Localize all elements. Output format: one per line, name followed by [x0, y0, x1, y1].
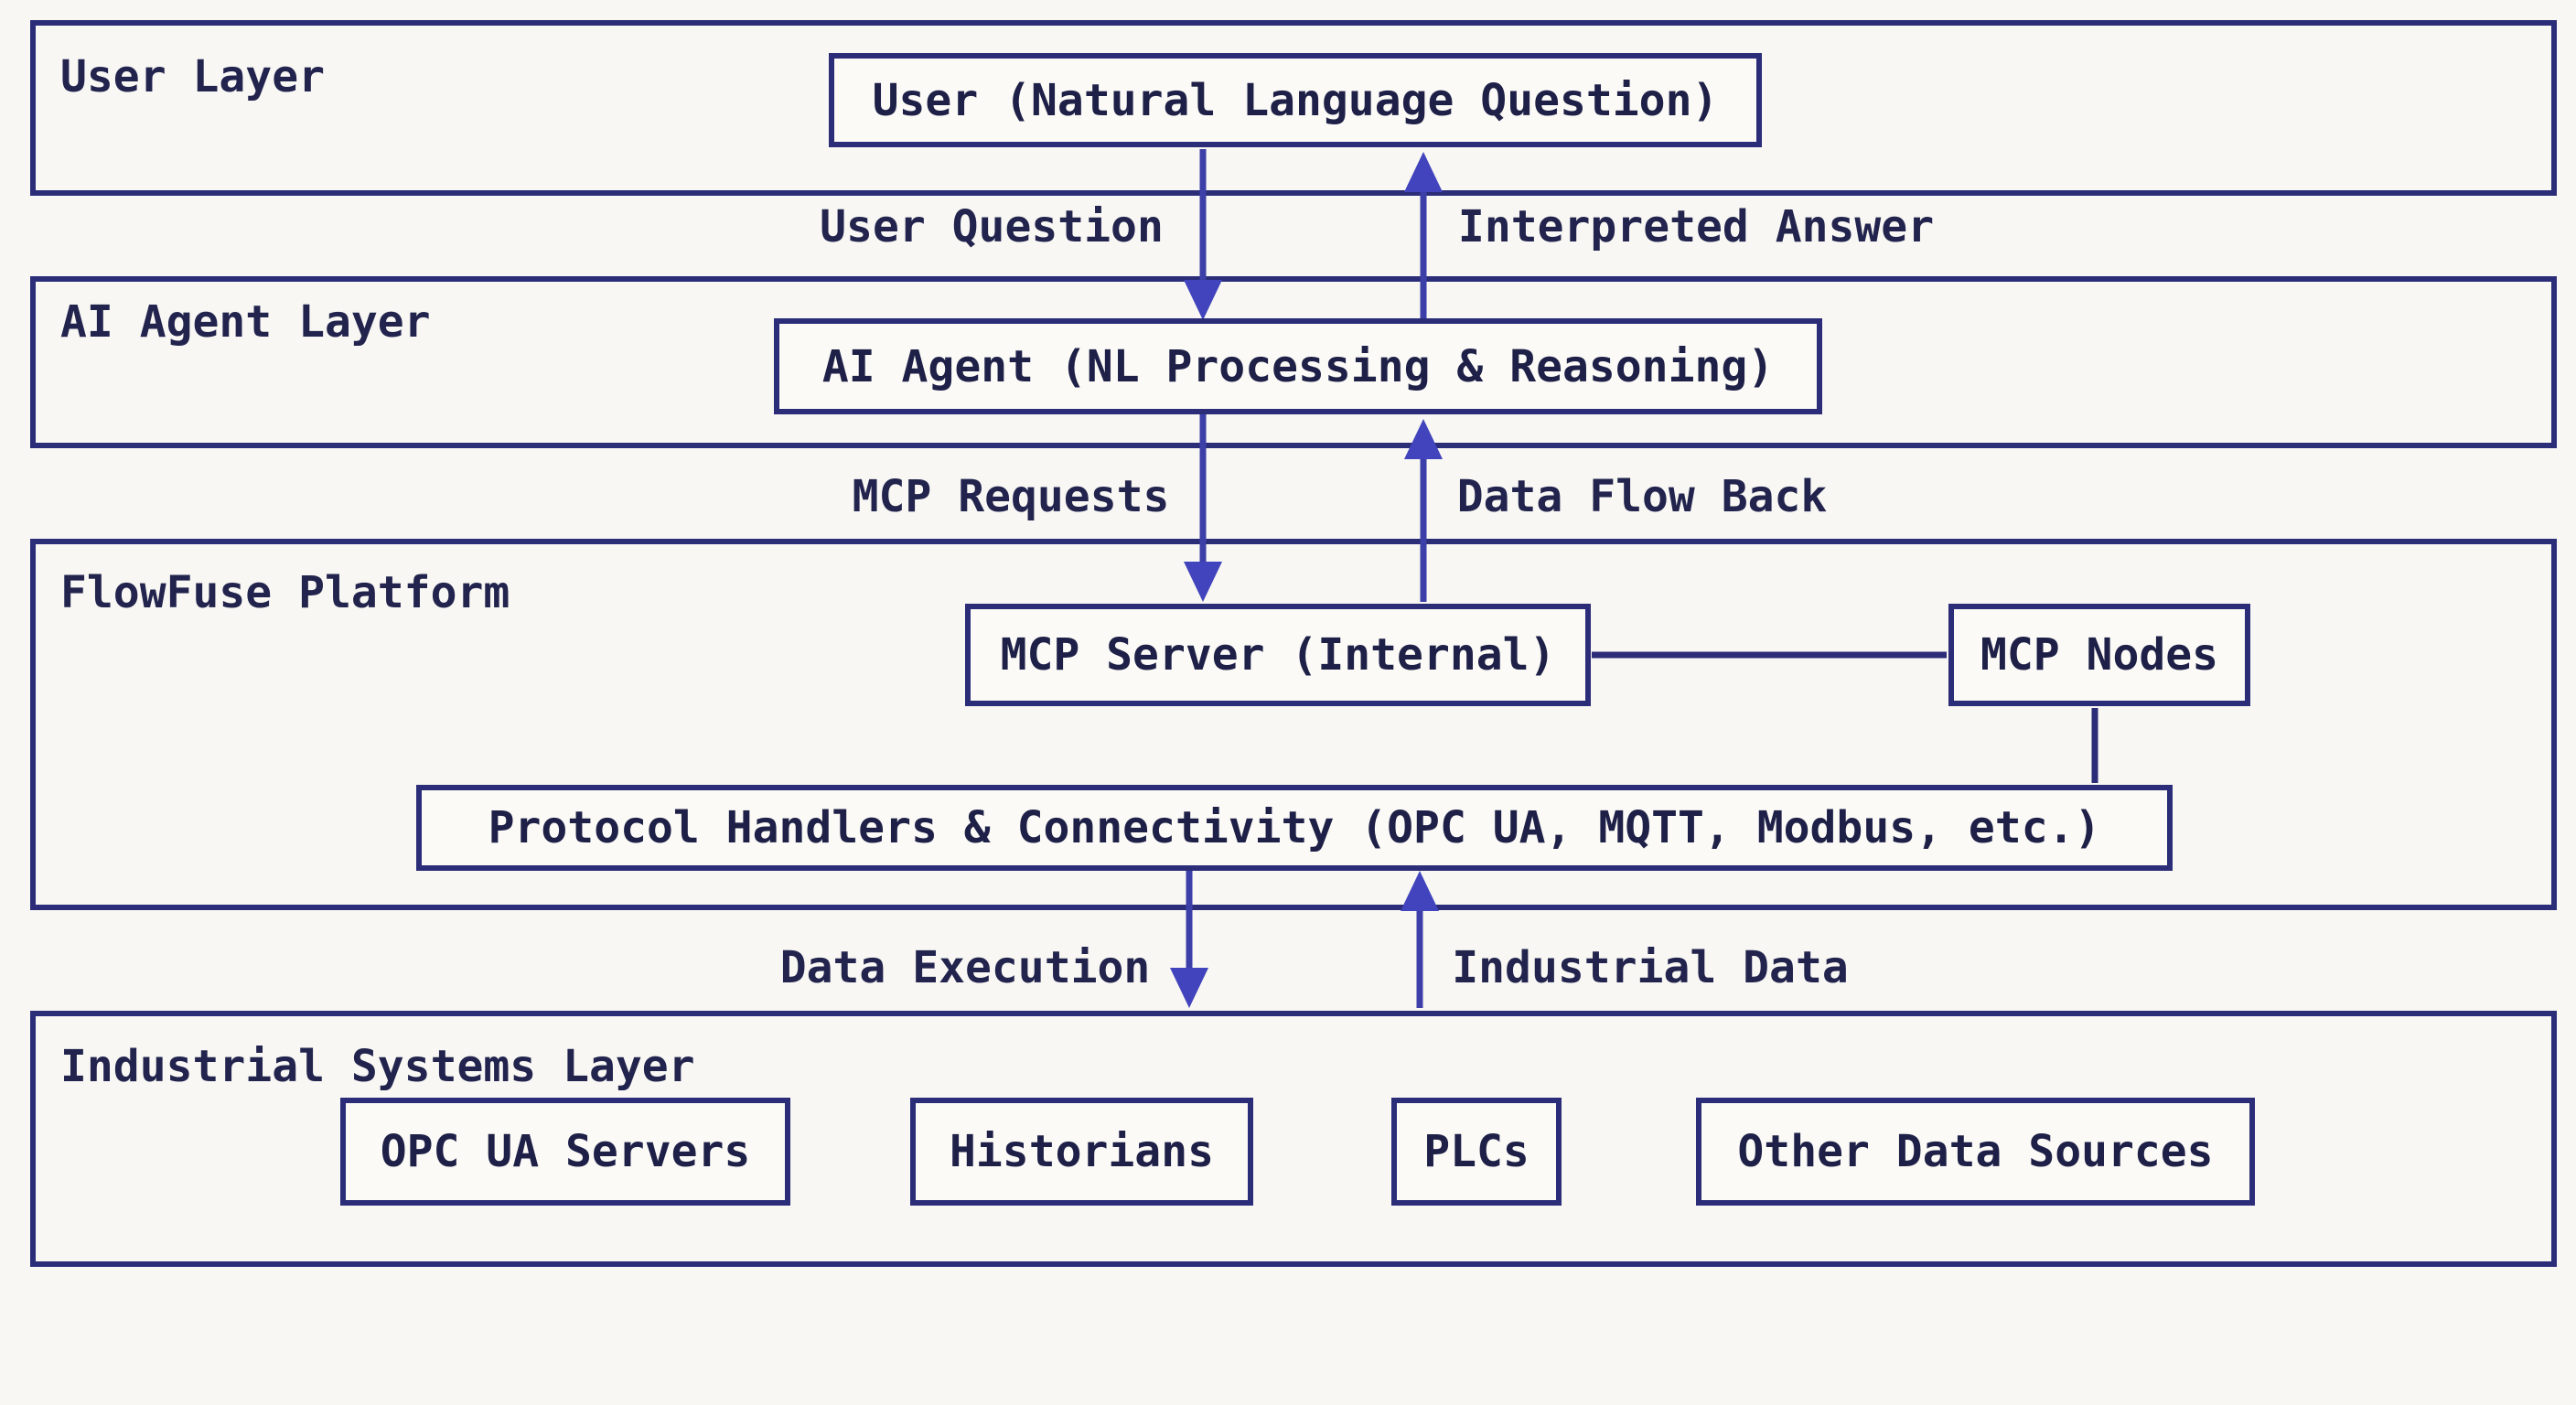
arrow-data-flow-back-up	[1404, 419, 1443, 602]
flowfuse-platform-label: FlowFuse Platform	[60, 567, 510, 618]
arrow-data-execution-down	[1170, 871, 1208, 1008]
user-layer-label: User Layer	[60, 51, 325, 102]
edge-label-data-flow-back: Data Flow Back	[1456, 471, 1828, 522]
edge-label-user-question: User Question	[820, 201, 1164, 252]
user-layer-box	[30, 20, 2557, 196]
plcs-node: PLCs	[1391, 1098, 1562, 1206]
flowfuse-platform-layer-box	[30, 539, 2557, 910]
arrow-industrial-data-up	[1401, 871, 1439, 1008]
industrial-systems-layer-label: Industrial Systems Layer	[60, 1041, 695, 1092]
industrial-systems-layer-box	[30, 1011, 2557, 1267]
mcp-nodes-node: MCP Nodes	[1948, 604, 2250, 706]
opc-ua-servers-node: OPC UA Servers	[340, 1098, 790, 1206]
edge-label-industrial-data: Industrial Data	[1452, 942, 1849, 993]
arrow-mcp-requests-down	[1184, 414, 1222, 602]
arrow-user-question-down	[1184, 149, 1222, 320]
mcp-server-node: MCP Server (Internal)	[965, 604, 1591, 706]
ai-agent-layer-label: AI Agent Layer	[60, 296, 431, 348]
historians-node: Historians	[910, 1098, 1253, 1206]
ai-agent-layer-box	[30, 276, 2557, 448]
edge-label-data-execution: Data Execution	[779, 942, 1151, 993]
edge-label-mcp-requests: MCP Requests	[852, 471, 1170, 522]
ai-agent-node: AI Agent (NL Processing & Reasoning)	[774, 318, 1822, 414]
protocol-handlers-node: Protocol Handlers & Connectivity (OPC UA…	[416, 785, 2173, 871]
edge-label-interpreted-answer: Interpreted Answer	[1457, 201, 1935, 252]
other-data-sources-node: Other Data Sources	[1696, 1098, 2255, 1206]
user-node: User (Natural Language Question)	[829, 53, 1762, 147]
